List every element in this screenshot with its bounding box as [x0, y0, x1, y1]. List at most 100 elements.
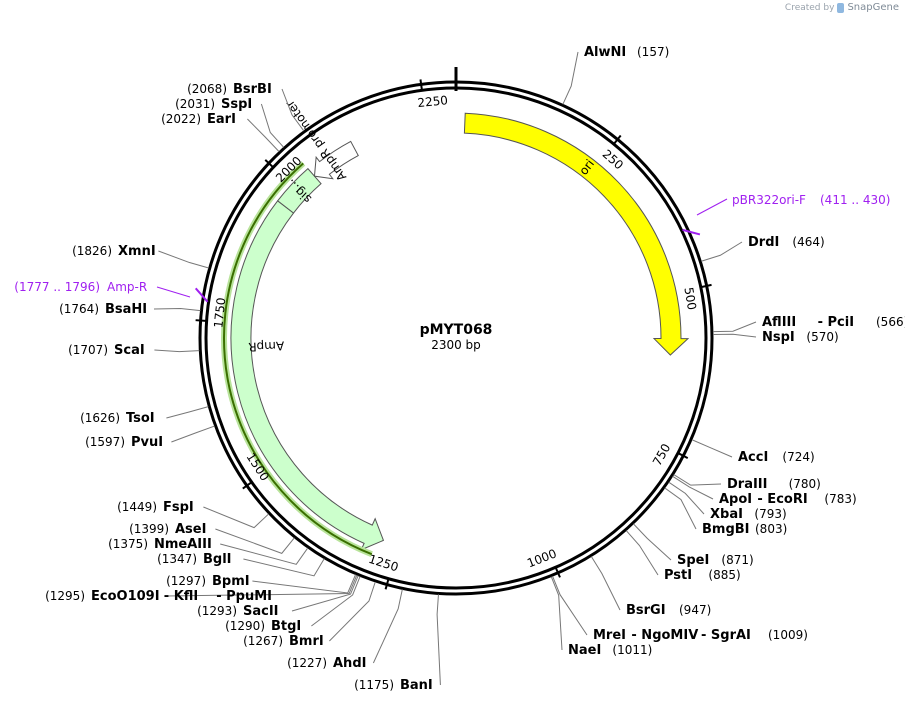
site-name: ApoI — [719, 492, 752, 507]
tick-label: 1750 — [211, 297, 228, 329]
site-position: (570) — [806, 330, 838, 344]
site-name: - PpuMI — [216, 589, 272, 604]
site-leader — [153, 308, 201, 312]
site-leader — [712, 333, 757, 338]
site-position: (1347) — [157, 552, 197, 566]
site-name: - PciI — [818, 315, 854, 330]
site-label-apoi[interactable]: ApoI- EcoRI(783) — [719, 492, 857, 507]
credit-brand: SnapGene — [847, 2, 899, 13]
site-label-nspi[interactable]: NspI(570) — [762, 330, 839, 345]
site-label-psti[interactable]: PstI (885) — [664, 568, 741, 583]
leader-lines — [153, 51, 757, 686]
site-leader — [220, 543, 309, 565]
credit: Created by SnapGene — [785, 2, 899, 13]
site-label-bmri[interactable]: (1267) BmrI — [243, 634, 324, 649]
site-label-btgi[interactable]: (1290)BtgI — [225, 619, 301, 634]
site-label-tsoi[interactable]: (1626)TsoI — [80, 411, 155, 426]
site-leader — [252, 574, 357, 594]
site-name: NmeAIII — [154, 537, 212, 552]
site-label-fspi[interactable]: (1449)FspI — [117, 500, 194, 515]
site-position: (885) — [708, 568, 740, 582]
site-leader — [562, 51, 579, 105]
site-name: BmrI — [289, 634, 324, 649]
site-leader — [625, 530, 659, 576]
ori-feature[interactable] — [463, 112, 690, 356]
primer-leader — [696, 198, 728, 216]
site-label-xmni[interactable]: (1826)XmnI — [72, 244, 156, 259]
site-label-asei[interactable]: (1399)AseI — [129, 522, 206, 537]
primer-label-pbr322ori-f[interactable]: pBR322ori-F — [732, 193, 806, 207]
site-name: BsaHI — [105, 302, 147, 317]
site-leader — [550, 576, 563, 651]
site-label-sspi[interactable]: (2031)SspI — [175, 97, 252, 112]
site-label-ecoo109i[interactable]: (1295)EcoO109I- KflI- PpuMI — [45, 589, 272, 604]
site-leader — [215, 528, 295, 554]
site-position: (1826) — [72, 244, 112, 258]
snapgene-logo-icon — [837, 2, 845, 13]
ampr-feature[interactable] — [230, 200, 385, 551]
site-leader — [243, 558, 325, 577]
tick-mark — [242, 480, 254, 490]
site-name: FspI — [163, 500, 194, 515]
ampr-orf-line — [223, 162, 373, 556]
site-leader — [673, 474, 722, 486]
site-position: (464) — [792, 235, 824, 249]
tick-mark — [384, 577, 390, 590]
site-label-pvui[interactable]: (1597)PvuI — [85, 435, 163, 450]
site-name: SspI — [221, 97, 252, 112]
site-position: (871) — [721, 553, 753, 567]
site-leader — [166, 406, 209, 419]
site-label-spei[interactable]: SpeI(871) — [677, 553, 754, 568]
site-label-scai[interactable]: (1707)ScaI — [68, 343, 145, 358]
site-leader — [203, 506, 269, 529]
site-label-bmgbi[interactable]: BmgBI(803) — [702, 522, 787, 537]
site-label-ahdi[interactable]: (1227)AhdI — [287, 656, 366, 671]
ampr-promoter-feature[interactable] — [313, 140, 359, 180]
site-label-bpmi[interactable]: (1297)BpmI — [166, 574, 250, 589]
site-position: (1227) — [287, 656, 327, 670]
site-label-acci[interactable]: AccI(724) — [738, 450, 815, 465]
site-position: (1626) — [80, 411, 120, 425]
site-position: (2068) — [187, 82, 227, 96]
site-leader — [668, 481, 705, 515]
site-label-eari[interactable]: (2022)EarI — [161, 112, 236, 127]
site-label-bsahi[interactable]: (1764)BsaHI — [59, 302, 147, 317]
site-name: BsrBI — [233, 82, 272, 97]
site-name: BmgBI — [702, 522, 750, 537]
site-label-draiii[interactable]: DraIII (780) — [727, 477, 821, 492]
site-position: (1375) — [108, 537, 148, 551]
site-position: (783) — [824, 492, 856, 506]
primer-label-amp-r[interactable]: Amp-R — [107, 280, 147, 294]
site-label-bgli[interactable]: (1347)BglI — [157, 552, 231, 567]
tick-label: 500 — [681, 286, 699, 311]
site-name: DraIII — [727, 477, 768, 492]
site-label-bsrbi[interactable]: (2068) BsrBI — [187, 82, 272, 97]
site-leader — [372, 589, 403, 664]
primer-leader — [156, 286, 191, 298]
site-leader — [672, 475, 714, 500]
site-name: PstI — [664, 568, 692, 583]
site-label-mrei[interactable]: MreI- NgoMIV- SgrAI(1009) — [593, 628, 808, 643]
site-position: (1267) — [243, 634, 283, 648]
site-label-sacii[interactable]: (1293)SacII — [197, 604, 278, 619]
plasmid-size: 2300 bp — [431, 338, 481, 352]
site-position: (780) — [789, 477, 821, 491]
sig-feature[interactable] — [276, 167, 322, 214]
site-label-bsrgi[interactable]: BsrGI(947) — [626, 603, 711, 618]
site-label-alwni[interactable]: AlwNI(157) — [584, 45, 669, 60]
site-label-afliii[interactable]: AflIII- PciI(566) — [762, 315, 905, 330]
primer-mark — [682, 228, 701, 236]
site-label-naei[interactable]: NaeI(1011) — [568, 643, 652, 658]
tick-label: 750 — [650, 441, 673, 468]
site-position: (1009) — [768, 628, 808, 642]
site-name: EcoO109I — [91, 589, 160, 604]
site-label-xbai[interactable]: XbaI(793) — [710, 507, 787, 522]
primer-mark — [194, 287, 209, 303]
tick-mark — [554, 565, 561, 578]
site-leader — [154, 349, 200, 353]
site-label-nmeaiii[interactable]: (1375) NmeAIII — [108, 537, 212, 552]
site-label-bani[interactable]: (1175)BanI — [354, 678, 433, 693]
site-name: AflIII — [762, 315, 796, 330]
site-position: (157) — [637, 45, 669, 59]
site-label-drdi[interactable]: DrdI(464) — [748, 235, 825, 250]
